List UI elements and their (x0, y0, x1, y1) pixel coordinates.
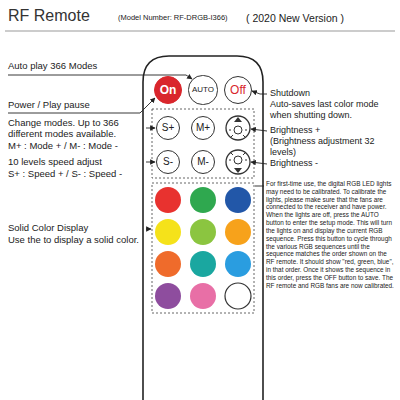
button-group-frame (152, 109, 254, 178)
leader-line (251, 162, 267, 164)
callout-text: 10 levels speed adjust (8, 156, 143, 167)
leader-line (146, 162, 155, 163)
button-label: S- (163, 157, 173, 167)
purple-button (155, 283, 181, 309)
leader-line (255, 186, 264, 187)
lime-button (190, 219, 216, 245)
mode-down-button: M- (191, 150, 215, 174)
callout-text: Change modes. Up to 366 different modes … (8, 117, 143, 139)
leader-line (252, 91, 267, 94)
button-label: M+ (196, 123, 210, 133)
leader-line (146, 128, 155, 129)
callout-text: (Brightness adjustment 32 levels) (270, 136, 388, 157)
title-rule (5, 31, 395, 32)
red-orange-button (155, 251, 181, 277)
yellow-button (155, 219, 181, 245)
button-label: Off (230, 84, 246, 96)
speed-up-button: S+ (156, 116, 180, 140)
button-label: S+ (162, 123, 175, 133)
leader-line (8, 98, 155, 113)
brightness-up-button (226, 116, 250, 140)
button-label: On (160, 84, 177, 96)
power-on-button: On (154, 76, 182, 104)
callout-text: Brightness + (270, 125, 396, 136)
auto-button: AUTO (188, 75, 217, 104)
color-group-frame (152, 183, 254, 313)
orange-button (225, 219, 251, 245)
brightness-down-button (226, 150, 250, 174)
teal-button (190, 251, 216, 277)
power-off-button: Off (224, 76, 252, 104)
version-note: ( 2020 New Version ) (246, 12, 344, 24)
leader-line (146, 229, 151, 230)
color-buttons (155, 187, 251, 309)
red-button (155, 187, 181, 213)
calibration-note: For first-time use, the digital RGB LED … (266, 180, 396, 289)
callout-text: Solid Color Display (8, 222, 143, 233)
callout-text: S+ : Speed + / S- : Speed - (8, 168, 143, 179)
speed-down-button: S- (156, 150, 180, 174)
callout-text: Auto-saves last color mode when shutting… (270, 99, 396, 120)
callout-text: Auto play 366 Modes (8, 60, 148, 71)
green-button (190, 187, 216, 213)
callout-text: Use the to display a solid color. (8, 234, 143, 245)
pink-button (190, 283, 216, 309)
button-label: AUTO (192, 86, 214, 94)
leader-lines (8, 75, 267, 229)
callout-text: Brightness - (270, 158, 396, 169)
callout-text: Power / Play pause (8, 99, 148, 110)
white-button (225, 283, 251, 309)
model-number: (Model Number: RF-DRGB-I366) (118, 14, 228, 23)
remote-body (143, 56, 263, 400)
mode-up-button: M+ (191, 116, 215, 140)
callout-text: M+ : Mode + / M- : Mode - (8, 140, 143, 151)
leader-line (251, 129, 267, 131)
callout-text: Shutdown (270, 88, 396, 99)
sky-button (225, 251, 251, 277)
blue-button (225, 187, 251, 213)
button-label: M- (197, 157, 209, 167)
title: RF Remote (8, 7, 90, 26)
